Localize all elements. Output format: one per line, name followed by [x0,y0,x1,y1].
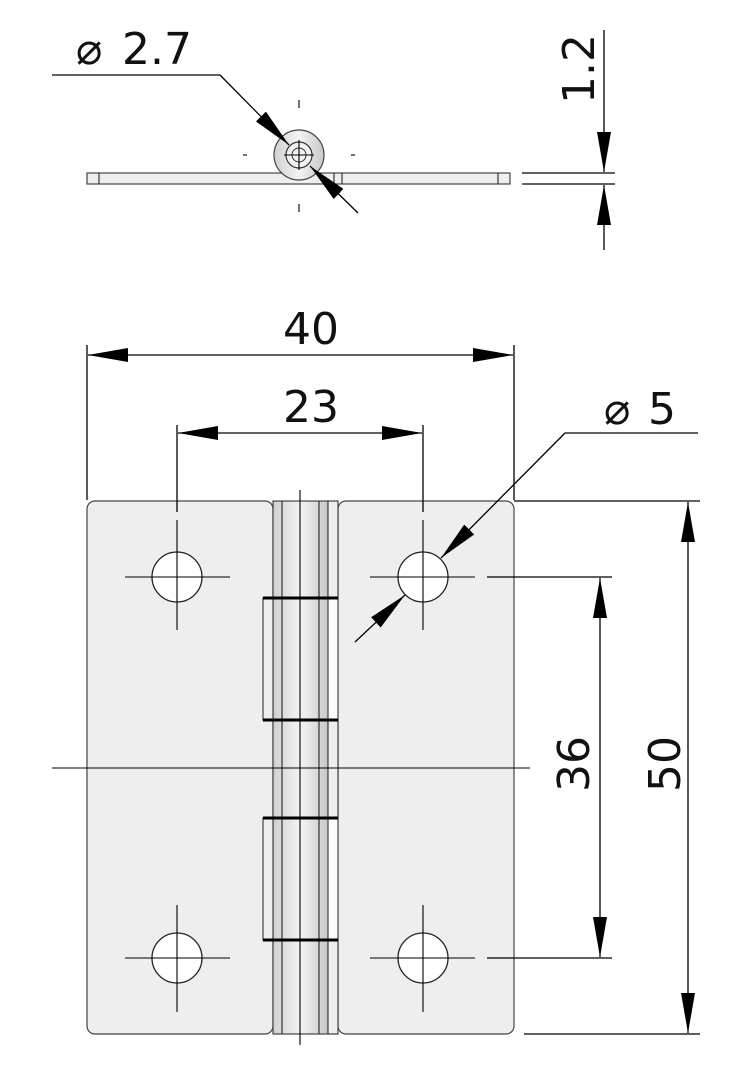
hole-diameter-dimension: ⌀ 5 [354,384,698,643]
hole-spacing-x-dimension: 23 [176,382,424,512]
overall-height-label: 50 [640,736,691,792]
overall-width-label: 40 [283,304,339,355]
hole-spacing-y-dimension: 36 [487,576,612,959]
overall-width-dimension: 40 [86,304,515,500]
pin-diameter-dimension: ⌀ 2.7 [52,24,359,214]
thickness-label: 1.2 [554,34,605,104]
hole-diameter-symbol: ⌀ [604,384,631,435]
hole-diameter-label: 5 [648,384,676,435]
hole-centerlines [52,490,530,1045]
pin-diameter-symbol: ⌀ [76,24,103,75]
top-view: ⌀ 2.7 1.2 [52,24,615,250]
hole-spacing-x-label: 23 [283,382,339,433]
hole-spacing-y-label: 36 [549,736,600,792]
thickness-dimension: 1.2 [522,30,615,250]
overall-height-dimension: 50 [514,500,700,1035]
front-view: 40 23 ⌀ 5 36 50 [52,304,700,1045]
pin-diameter-label: 2.7 [122,24,192,75]
